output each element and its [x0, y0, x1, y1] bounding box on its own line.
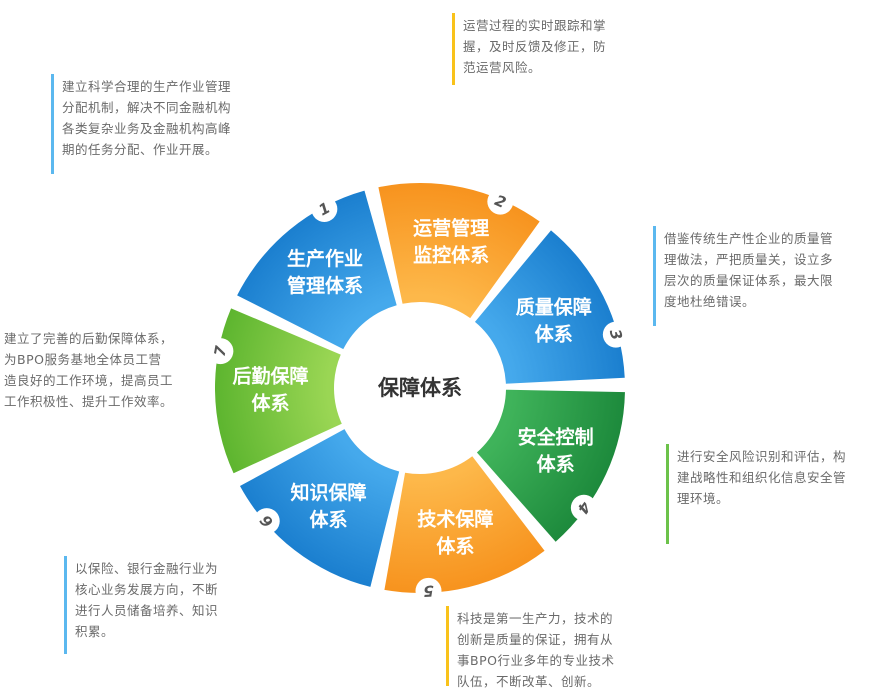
segment-number: 5	[423, 582, 434, 600]
segment-title: 生产作业	[287, 247, 363, 270]
number-notch	[253, 508, 280, 535]
segment-title: 管理体系	[287, 274, 363, 297]
segment-title: 监控体系	[413, 243, 489, 266]
segment-title: 技术保障	[417, 508, 493, 531]
note-line: 以保险、银行金融行业为	[75, 561, 219, 576]
note-security-control: 进行安全风险识别和评估，构 建战略性和组织化信息安全管 理环境。	[666, 444, 847, 544]
note-line: 运营过程的实时跟踪和掌	[463, 18, 607, 33]
segment-title: 安全控制	[518, 425, 594, 448]
note-line: 度地杜绝错误。	[664, 294, 756, 309]
segment-title: 体系	[310, 508, 348, 531]
note-line: 借鉴传统生产性企业的质量管	[664, 231, 834, 246]
note-line: 理环境。	[677, 491, 730, 506]
note-line: 积累。	[75, 624, 115, 639]
number-notch	[487, 188, 514, 215]
segment-shape	[378, 182, 540, 319]
segment-title: 运营管理	[413, 216, 489, 239]
note-line: 造良好的工作环境，提高员工	[4, 373, 174, 388]
leader-bar	[446, 606, 449, 686]
note-line: 队伍，不断改革、创新。	[457, 674, 601, 689]
note-line: 工作积极性、提升工作效率。	[4, 394, 174, 409]
leader-bar	[51, 74, 54, 174]
number-notch	[602, 321, 629, 348]
note-line: 进行安全风险识别和评估，构	[677, 449, 847, 464]
note-line: 各类复杂业务及金融机构高峰	[62, 121, 232, 136]
segment-number: 7	[211, 344, 231, 358]
segment-title: 知识保障	[291, 481, 367, 504]
segment-title: 体系	[436, 535, 474, 558]
segment-shape	[237, 190, 397, 350]
segment-title: 质量保障	[516, 296, 592, 319]
note-knowledge: 以保险、银行金融行业为 核心业务发展方向，不断 进行人员储备培养、知识 积累。	[64, 556, 219, 654]
segment-title: 体系	[252, 392, 290, 415]
segment-shape	[239, 429, 400, 587]
segment-shape	[214, 308, 342, 474]
note-line: 分配机制，解决不同金融机构	[62, 100, 232, 115]
note-line: 层次的质量保证体系，最大限	[664, 273, 834, 288]
number-notch	[415, 577, 442, 604]
leader-bar	[452, 13, 455, 85]
note-line: 创新是质量的保证，拥有从	[457, 632, 614, 647]
note-line: 事BPO行业多年的专业技术	[457, 653, 615, 668]
note-line: 进行人员储备培养、知识	[75, 603, 219, 618]
leader-bar	[64, 556, 67, 654]
segment-title: 体系	[537, 452, 575, 475]
note-line: 建立科学合理的生产作业管理	[62, 79, 232, 94]
segment-title: 后勤保障	[233, 365, 309, 388]
leader-bar	[653, 226, 656, 326]
note-line: 理做法，严把质量关，设立多	[664, 252, 834, 267]
leader-bar	[666, 444, 669, 544]
segment-number: 3	[606, 327, 626, 342]
number-notch	[570, 494, 597, 521]
note-production-management: 建立科学合理的生产作业管理 分配机制，解决不同金融机构 各类复杂业务及金融机构高…	[51, 74, 232, 174]
number-notch	[207, 338, 234, 365]
note-logistics: 建立了完善的后勤保障体系， 为BPO服务基地全体员工营 造良好的工作环境，提高员…	[4, 328, 173, 412]
segment-shape	[384, 456, 545, 593]
note-line: 科技是第一生产力，技术的	[457, 611, 614, 626]
center-circle	[336, 304, 504, 472]
note-line: 握，及时反馈及修正，防	[463, 39, 607, 54]
segment-shape	[474, 230, 625, 384]
number-notch	[311, 195, 338, 222]
note-line: 建战略性和组织化信息安全管	[677, 470, 847, 485]
note-line: 建立了完善的后勤保障体系，	[4, 331, 174, 346]
note-operations-monitoring: 运营过程的实时跟踪和掌 握，及时反馈及修正，防 范运营风险。	[452, 13, 607, 85]
segment-title: 体系	[535, 323, 573, 346]
note-line: 为BPO服务基地全体员工营	[4, 352, 162, 367]
note-quality-assurance: 借鉴传统生产性企业的质量管 理做法，严把质量关，设立多 层次的质量保证体系，最大…	[653, 226, 834, 326]
note-line: 范运营风险。	[463, 60, 542, 75]
note-technology: 科技是第一生产力，技术的 创新是质量的保证，拥有从 事BPO行业多年的专业技术 …	[446, 606, 615, 692]
note-line: 核心业务发展方向，不断	[75, 582, 219, 597]
note-line: 期的任务分配、作业开展。	[62, 142, 219, 157]
center-label: 保障体系	[377, 376, 462, 400]
